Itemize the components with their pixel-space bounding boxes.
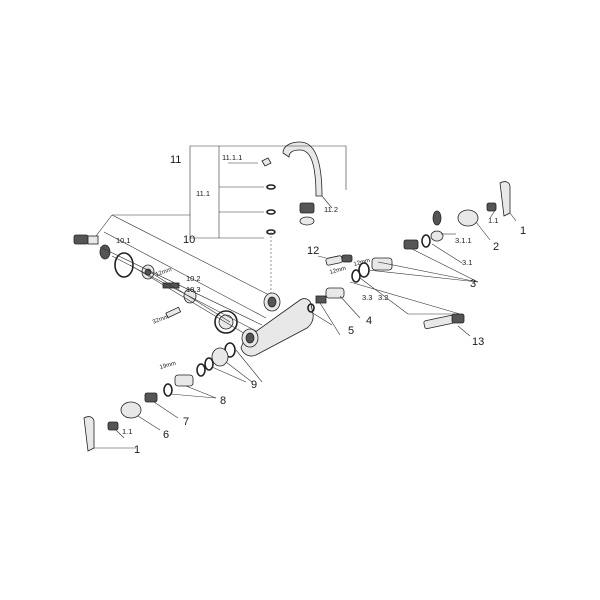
headpart-icon [423,314,455,330]
spindle-icon [341,254,353,263]
label-12: 12 [307,245,319,257]
tool-size-12mm-a: 12mm [329,266,347,276]
leader-lines-10 [95,214,276,339]
mixer-body [240,292,314,357]
nut-icon [211,347,229,367]
spindle-icon [162,282,180,289]
handle-cap-icon [120,401,142,419]
nut-icon [430,230,444,242]
nut-icon [99,244,111,260]
label-9: 9 [251,379,257,391]
o-ring-icon [196,363,206,377]
spout-icon [282,141,323,197]
label-3-1-1: 3.1.1 [455,236,472,245]
handle-cap-icon [457,209,479,227]
o-ring-icon [163,383,173,397]
o-ring-icon [351,269,361,283]
cartridge-icon [371,257,393,271]
leader-lines-right [310,208,517,336]
part-13-headpart [423,313,471,337]
label-10-1: 10.1 [116,236,131,245]
tool-size-12mm-b: 12mm [353,258,371,268]
label-10-2: 10.2 [186,274,201,283]
spindle-icon [315,295,327,304]
o-ring-icon [266,184,276,190]
tool-size-32mm: 32mm [152,314,170,325]
label-6: 6 [163,429,169,441]
label-3-1: 3.1 [462,258,472,267]
nut-icon [183,288,197,304]
leader-lines-11 [189,145,347,239]
label-8: 8 [220,395,226,407]
mixer-body-icon [240,298,314,357]
aerator-icon [299,202,315,214]
label-10: 10 [183,234,195,246]
tool-size-12mm: 12mm [155,267,173,278]
lever-handle-icon [83,416,95,452]
right-handle-group [307,181,511,313]
leader-lines-left [94,349,263,449]
o-ring-icon [421,234,431,248]
label-10-3: 10.3 [186,285,201,294]
spout-tip-icon [261,157,272,167]
label-1-1-right: 1.1 [488,216,498,225]
left-handle-group [83,342,236,452]
headpart-icon [403,239,419,250]
cartridge-icon [174,374,194,387]
tool-size-19mm: 19mm [159,361,177,371]
label-11-1-1: 11.1.1 [222,153,242,162]
part-group-10 [73,234,238,334]
adapter-icon [87,235,99,245]
label-3: 3 [470,278,476,290]
spout-assembly [261,141,323,300]
screw-icon [486,202,497,212]
seal-ring-icon [114,252,134,278]
label-7: 7 [183,416,189,428]
label-5: 5 [348,325,354,337]
rosette-icon [214,310,238,334]
label-3-2: 3.2 [378,293,388,302]
lever-handle-icon [499,181,511,217]
label-2: 2 [493,241,499,253]
extension-icon [325,287,345,299]
adapter-icon [73,234,89,245]
label-3-3: 3.3 [362,293,372,302]
headpart-icon [451,313,465,324]
spindle-icon [325,255,343,266]
index-icon [432,210,442,226]
headpart-icon [144,392,158,403]
label-13: 13 [472,336,484,348]
o-ring-icon [204,357,214,371]
screw-icon [107,421,119,431]
o-ring-icon [266,209,276,215]
aerator-insert-icon [299,216,315,226]
label-11: 11 [170,154,181,166]
wrench-icon [165,306,182,319]
label-11-2: 11.2 [324,205,338,214]
label-1-left: 1 [134,444,140,456]
label-4: 4 [366,315,372,327]
label-1-1-left: 1.1 [122,427,132,436]
label-11-1: 11.1 [196,189,210,198]
label-1-right: 1 [520,225,526,237]
part-12-cartridge-set [317,254,353,266]
